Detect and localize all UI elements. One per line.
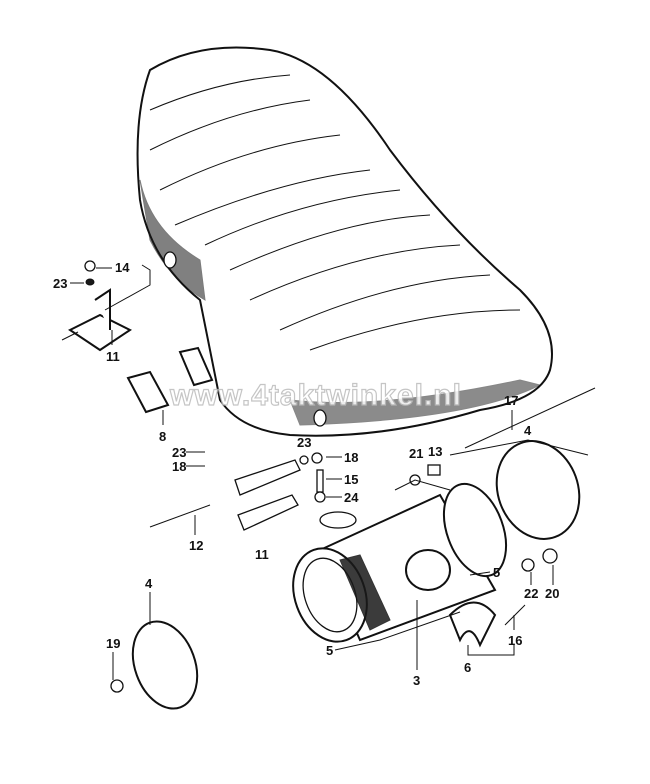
label-21: 21 xyxy=(409,446,423,461)
seat xyxy=(136,46,553,437)
label-16: 16 xyxy=(508,633,522,648)
seat-hinge xyxy=(61,260,151,352)
label-23: 23 xyxy=(297,435,311,450)
label-14: 14 xyxy=(115,260,130,275)
label-5: 5 xyxy=(326,643,333,658)
label-12: 12 xyxy=(189,538,203,553)
label-8: 8 xyxy=(159,429,166,444)
label-3: 3 xyxy=(413,673,420,688)
bolt xyxy=(149,504,211,528)
rubber-blocks xyxy=(126,346,214,414)
label-22: 22 xyxy=(524,586,538,601)
label-11: 11 xyxy=(255,547,269,562)
label-4: 4 xyxy=(524,423,532,438)
label-4: 4 xyxy=(145,576,153,591)
cover-right xyxy=(495,440,581,540)
fasteners xyxy=(110,452,558,693)
label-5: 5 xyxy=(493,565,500,580)
label-18: 18 xyxy=(344,450,358,465)
brackets xyxy=(234,459,301,531)
cover-left xyxy=(131,620,199,710)
label-6: 6 xyxy=(464,660,471,675)
label-24: 24 xyxy=(344,490,359,505)
label-19: 19 xyxy=(106,636,120,651)
label-23: 23 xyxy=(53,276,67,291)
label-18: 18 xyxy=(172,459,186,474)
rod xyxy=(464,387,596,449)
label-11: 11 xyxy=(106,349,120,364)
label-15: 15 xyxy=(344,472,358,487)
label-20: 20 xyxy=(545,586,559,601)
watermark: www.4taktwinkel.nl xyxy=(169,379,462,412)
callout-labels: 14 23 11 8 23 18 23 18 15 24 21 13 17 4 … xyxy=(53,260,559,688)
label-13: 13 xyxy=(428,444,442,459)
label-23: 23 xyxy=(172,445,186,460)
label-17: 17 xyxy=(504,393,518,408)
band xyxy=(448,601,497,648)
leader-lines xyxy=(70,267,589,680)
air-cleaner-case xyxy=(292,482,508,643)
